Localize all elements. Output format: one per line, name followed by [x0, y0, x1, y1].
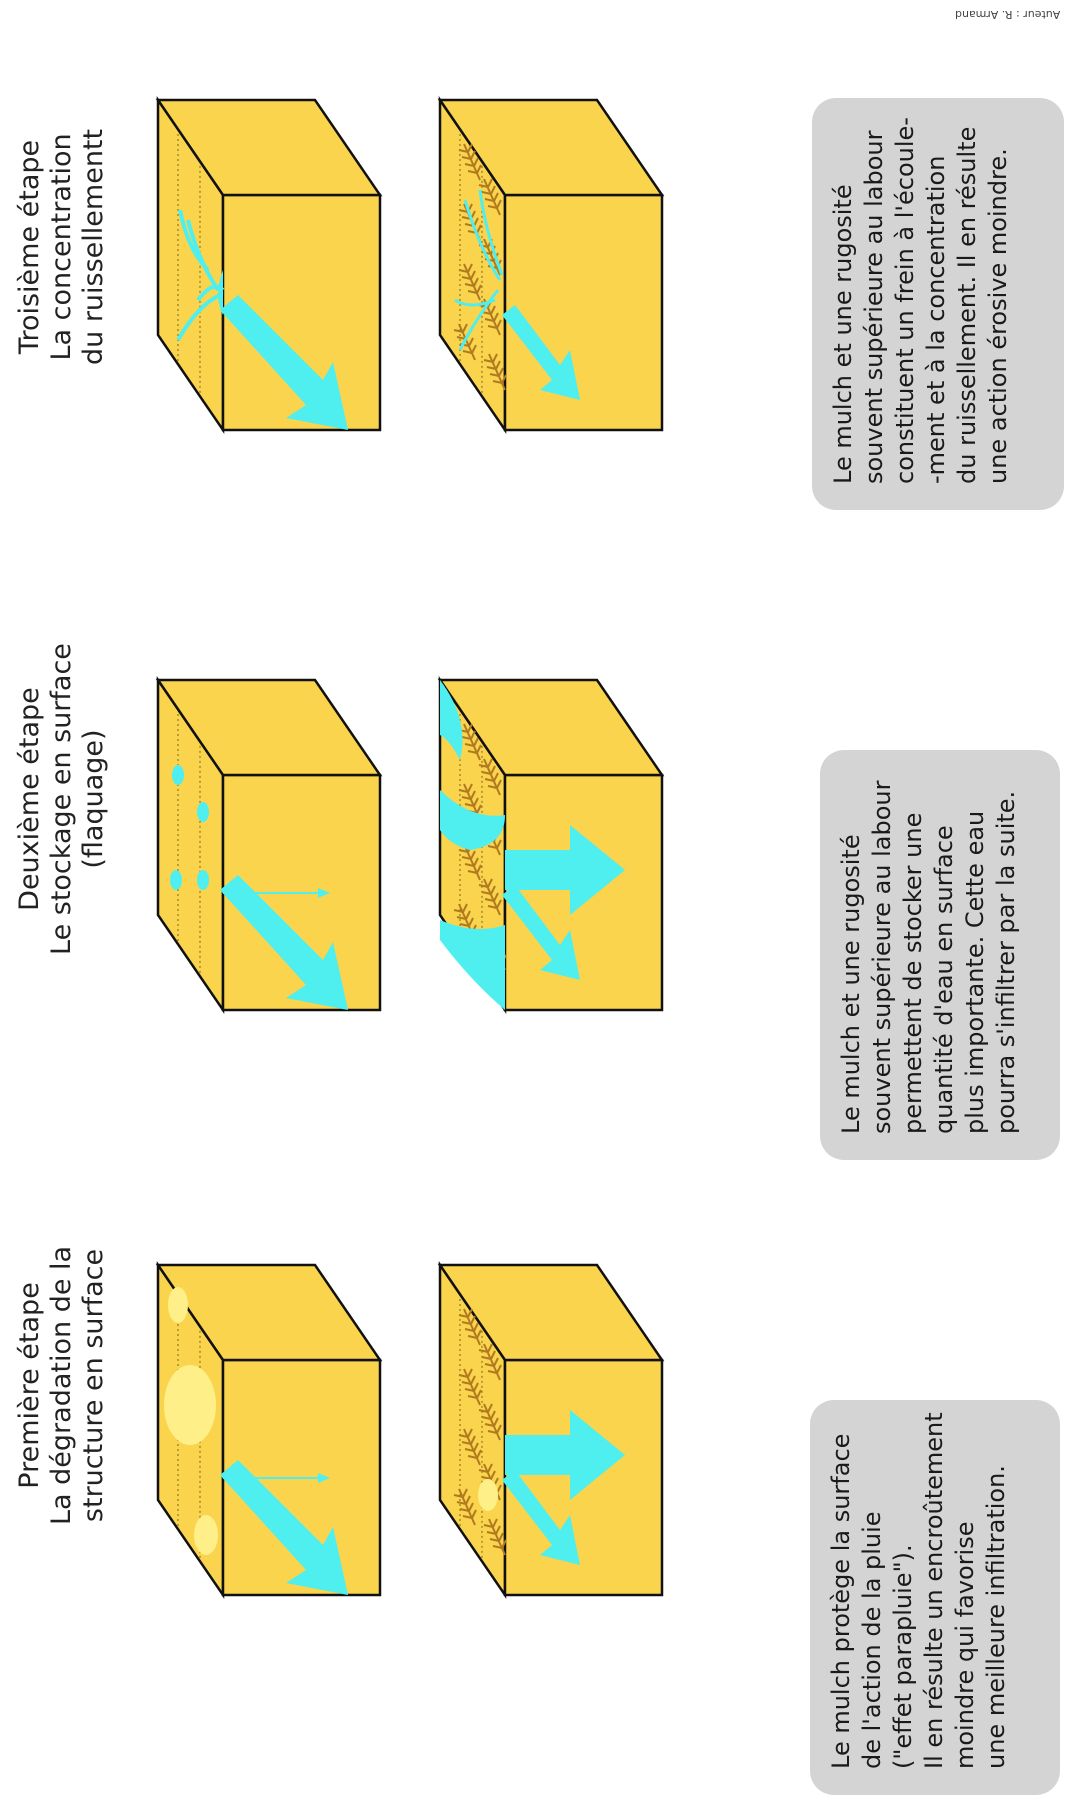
- crust-patch: [194, 1515, 218, 1555]
- crust-patch: [478, 1479, 498, 1511]
- puddle: [440, 920, 505, 1010]
- stage1-bare-soil-block: [158, 1265, 380, 1595]
- puddle: [172, 765, 184, 785]
- stage3-mulch-block: [440, 100, 662, 430]
- stage1-mulch-block: [440, 1265, 662, 1595]
- puddle: [197, 870, 209, 890]
- stage3-bare-soil-block: [158, 100, 380, 430]
- stage2-mulch-block: [440, 680, 662, 1010]
- stage2-bare-soil-block: [158, 680, 380, 1010]
- puddle: [197, 802, 209, 822]
- crust-patch: [168, 1287, 188, 1323]
- crust-patch: [164, 1365, 216, 1445]
- author-credit: Auteur : R. Armand: [955, 8, 1060, 21]
- puddle: [170, 870, 182, 890]
